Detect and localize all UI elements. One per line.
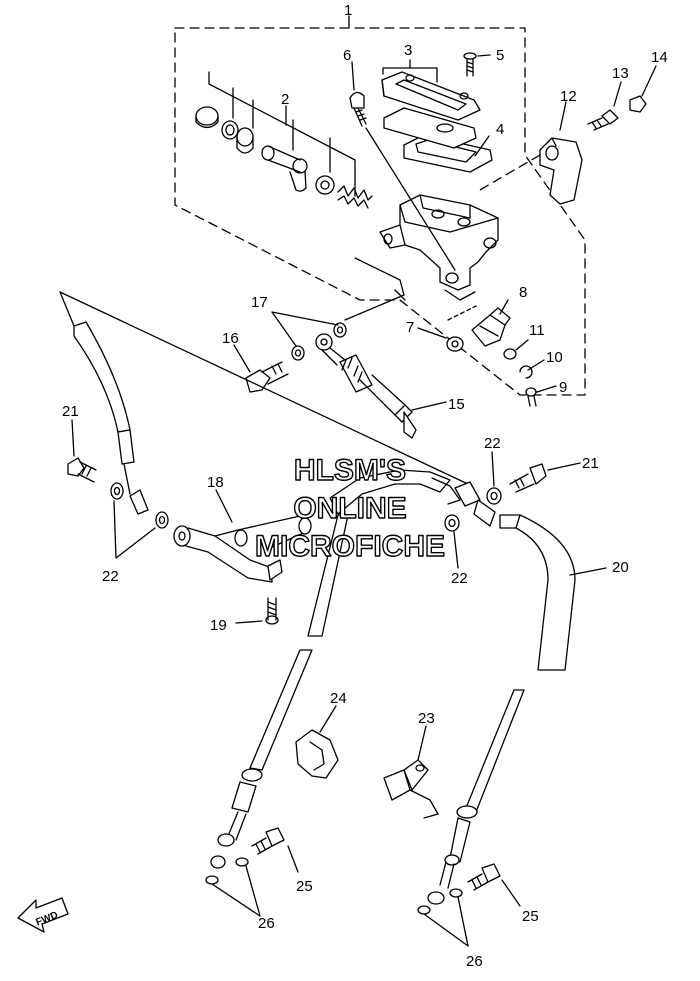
assembly-leader-line	[344, 257, 405, 321]
switch-screw	[525, 385, 557, 407]
watermark: HLSM'S ONLINE MICROFICHE	[254, 453, 445, 563]
watermark-line-1: HLSM'S	[294, 454, 406, 487]
washer-small	[503, 339, 529, 360]
callout-leader-4	[474, 135, 490, 157]
holder-bolt	[587, 81, 622, 131]
callout-18: 18	[207, 474, 224, 491]
cap-screw	[463, 52, 491, 77]
callout-9: 9	[559, 379, 567, 396]
callout-22-right-bottom: 22	[451, 570, 468, 587]
piston-kit-parts	[195, 71, 373, 209]
callout-leader-22-right-a	[491, 451, 495, 487]
callout-4: 4	[496, 121, 504, 138]
piston-cup	[195, 106, 219, 129]
callout-24: 24	[330, 690, 347, 707]
callout-25-left: 25	[296, 878, 313, 895]
callout-leader-22-left	[113, 500, 156, 559]
union-bolt-right	[509, 462, 581, 493]
brake-joint-three-way	[173, 489, 312, 583]
watermark-line-3: MICROFICHE	[255, 530, 445, 563]
callout-25-right: 25	[522, 908, 539, 925]
piston-kit-bracket	[208, 71, 356, 197]
callout-23: 23	[418, 710, 435, 727]
callout-6: 6	[343, 47, 351, 64]
callout-10: 10	[546, 349, 563, 366]
callout-13: 13	[612, 65, 629, 82]
hose-guide	[295, 705, 339, 779]
callout-15: 15	[448, 396, 465, 413]
brake-hose-left-lower	[205, 514, 349, 885]
callout-22-left: 22	[102, 568, 119, 585]
brake-hose-1	[315, 333, 447, 439]
callout-26-left: 26	[258, 915, 275, 932]
master-cylinder-body	[379, 194, 499, 301]
brake-hose-right	[329, 469, 607, 671]
handlebar-holder	[479, 101, 583, 205]
caliper-bolt-right	[467, 863, 521, 907]
return-spring	[337, 185, 373, 209]
callout-16: 16	[222, 330, 239, 347]
lever-pivot-bolt	[349, 61, 456, 271]
copper-washer-right-b	[444, 514, 460, 532]
callout-2: 2	[281, 91, 289, 108]
forward-direction-arrow	[17, 897, 69, 933]
assembly-leader-body	[394, 289, 406, 301]
callout-14: 14	[651, 49, 668, 66]
brake-hose-left-upper	[59, 291, 149, 515]
holder-cap-nut	[629, 65, 657, 113]
master-cylinder-assembly-outline	[174, 27, 586, 396]
callout-leader-22-right-b	[453, 531, 459, 569]
cup-seal	[315, 175, 335, 195]
callout-leader-26-right	[423, 896, 469, 947]
circlip	[519, 359, 545, 379]
callout-7: 7	[406, 319, 414, 336]
callout-17: 17	[251, 294, 268, 311]
routing-line	[59, 291, 471, 486]
callout-3: 3	[404, 42, 412, 59]
callout-5: 5	[496, 47, 504, 64]
reservoir-gasket	[383, 107, 477, 149]
joint-screw	[235, 597, 279, 625]
callout-21-left: 21	[62, 403, 79, 420]
front-brake-switch	[447, 299, 511, 347]
callout-22-right-top: 22	[484, 435, 501, 452]
seal-ring	[221, 120, 239, 140]
copper-washer-right-a	[486, 487, 502, 505]
callout-21-right: 21	[582, 455, 599, 472]
callout-12: 12	[560, 88, 577, 105]
reservoir-cap	[381, 59, 481, 121]
caliper-bolt-left	[251, 827, 299, 873]
callout-19: 19	[210, 617, 227, 634]
union-bolt-upper	[233, 344, 289, 393]
hose-clamp	[383, 725, 439, 819]
brake-hose-right-lower	[417, 689, 525, 915]
watermark-line-2: ONLINE	[293, 492, 406, 525]
callout-26-right: 26	[466, 953, 483, 970]
callout-8: 8	[519, 284, 527, 301]
copper-washer-upper-a	[291, 345, 305, 361]
callout-1: 1	[344, 2, 352, 19]
copper-washer-upper-b	[333, 322, 347, 338]
lever-nut	[417, 327, 464, 352]
callout-11: 11	[529, 322, 545, 339]
union-bolt-left	[67, 419, 97, 483]
callout-leader-17	[271, 311, 339, 347]
piston	[261, 145, 308, 192]
callout-leader-26-left	[211, 865, 261, 917]
copper-washer-left-b	[155, 511, 169, 529]
callout-20: 20	[612, 559, 629, 576]
copper-washer-left-a	[110, 482, 124, 500]
piston-seal	[236, 127, 254, 154]
